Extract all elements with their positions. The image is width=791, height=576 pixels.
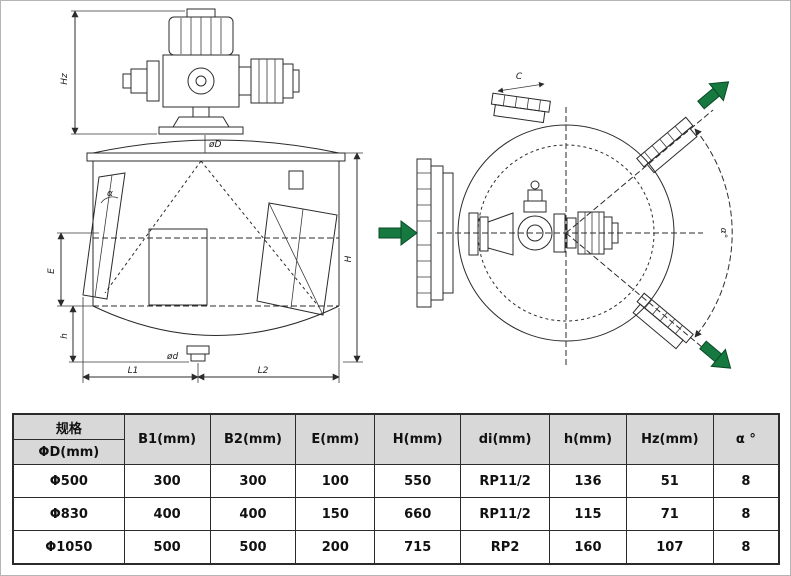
left-chute [82,172,126,300]
actuator [122,8,300,135]
cell-di: RP11/2 [460,497,551,531]
cell-e: 150 [295,497,376,531]
dimension-left: E h [47,232,189,363]
cell-h: 136 [549,464,627,498]
dim-label-e: E [47,268,57,274]
cell-h-cap: 660 [374,497,462,531]
cell-model: Φ830 [12,497,125,531]
dim-label-od-bottom: ød [166,352,179,362]
spec-table-wrapper: 规格 B1(mm) B2(mm) E(mm) H(mm) di(mm) h(mm… [12,413,780,565]
header-spec: 规格 [12,413,125,440]
table-row: Φ500 300 300 100 550 RP11/2 136 51 8 [12,464,780,498]
header-b2: B2(mm) [209,413,297,465]
cell-h-cap: 715 [374,530,462,565]
technical-drawing: Hz øD ød α [47,8,733,383]
flow-arrow-inlet [378,220,418,246]
dim-label-c: C [516,72,523,82]
cell-alpha: 8 [712,530,780,565]
cell-b1: 400 [123,497,211,531]
dimension-l1-l2: L1 L2 [82,297,340,383]
header-h-cap: H(mm) [374,413,462,465]
dimension-hz: Hz [60,10,185,135]
flow-arrow-outlet-lower [699,340,732,369]
dim-label-alpha-arc: α° [718,228,728,238]
table-row: Φ1050 500 500 200 715 RP2 160 107 8 [12,530,780,565]
header-e: E(mm) [295,413,376,465]
cell-b2: 300 [209,464,297,498]
cell-b1: 500 [123,530,211,565]
dim-label-h: H [344,255,354,262]
bottom-nozzle [186,345,210,355]
header-hz: Hz(mm) [625,413,714,465]
cell-e: 200 [295,530,376,565]
cell-b2: 400 [209,497,297,531]
header-alpha: α ° [712,413,780,465]
cell-di: RP11/2 [460,464,551,498]
cell-e: 100 [295,464,376,498]
cell-h-cap: 550 [374,464,462,498]
cell-alpha: 8 [712,497,780,531]
cell-hz: 71 [625,497,714,531]
cell-b2: 500 [209,530,297,565]
side-port [288,170,304,190]
dim-label-l2: L2 [258,366,269,376]
outlet-flange-upper [636,116,698,174]
top-view: C α° [378,72,733,369]
side-view: Hz øD ød α [47,8,363,383]
swing-angle-arc: α° [694,128,733,338]
dimension-h: H [343,152,363,363]
tank-body: øD ød α [82,135,346,362]
dim-label-od-top: øD [208,140,222,150]
dim-label-alpha: α [107,189,113,199]
valve-assembly [468,180,619,256]
cell-h: 160 [549,530,627,565]
dim-label-hz: Hz [60,73,70,85]
header-b1: B1(mm) [123,413,211,465]
cell-alpha: 8 [712,464,780,498]
cell-hz: 51 [625,464,714,498]
top-flange [490,92,551,124]
cell-h: 115 [549,497,627,531]
dim-label-h-small: h [60,333,70,339]
cell-model: Φ1050 [12,530,125,565]
dim-label-l1: L1 [128,366,139,376]
cell-di: RP2 [460,530,551,565]
header-diameter: ΦD(mm) [12,439,125,465]
cell-b1: 300 [123,464,211,498]
header-h: h(mm) [549,413,627,465]
table-row: Φ830 400 400 150 660 RP11/2 115 71 8 [12,497,780,531]
outlet-flange-lower [632,292,694,350]
header-di: di(mm) [460,413,551,465]
cell-hz: 107 [625,530,714,565]
flow-arrow-outlet-upper [697,81,730,110]
spec-table: 规格 B1(mm) B2(mm) E(mm) H(mm) di(mm) h(mm… [12,413,780,565]
center-downpipe [148,228,208,306]
cell-model: Φ500 [12,464,125,498]
